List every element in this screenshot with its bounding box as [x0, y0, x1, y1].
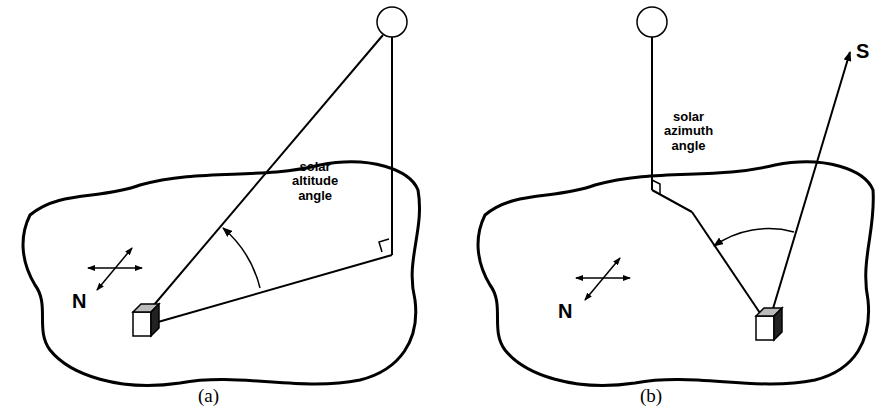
ground-b: [478, 162, 873, 386]
panel-label: (a): [198, 386, 219, 407]
panel-label: (b): [640, 386, 662, 407]
compass-label: N: [72, 290, 86, 312]
angle-label: solar altitude angle: [292, 160, 338, 203]
compass-a: [88, 248, 142, 290]
angle-label: solar azimuth angle: [664, 110, 713, 153]
azimuth-geometry: [652, 37, 850, 316]
sun: [377, 7, 407, 37]
ground-a: [23, 162, 419, 386]
building-b: [756, 308, 782, 340]
compass-label: S: [856, 40, 869, 62]
compass-b: [576, 258, 630, 300]
altitude-geometry: [148, 35, 392, 322]
sun: [637, 7, 667, 37]
building-a: [133, 304, 159, 336]
compass-label: N: [558, 300, 572, 322]
